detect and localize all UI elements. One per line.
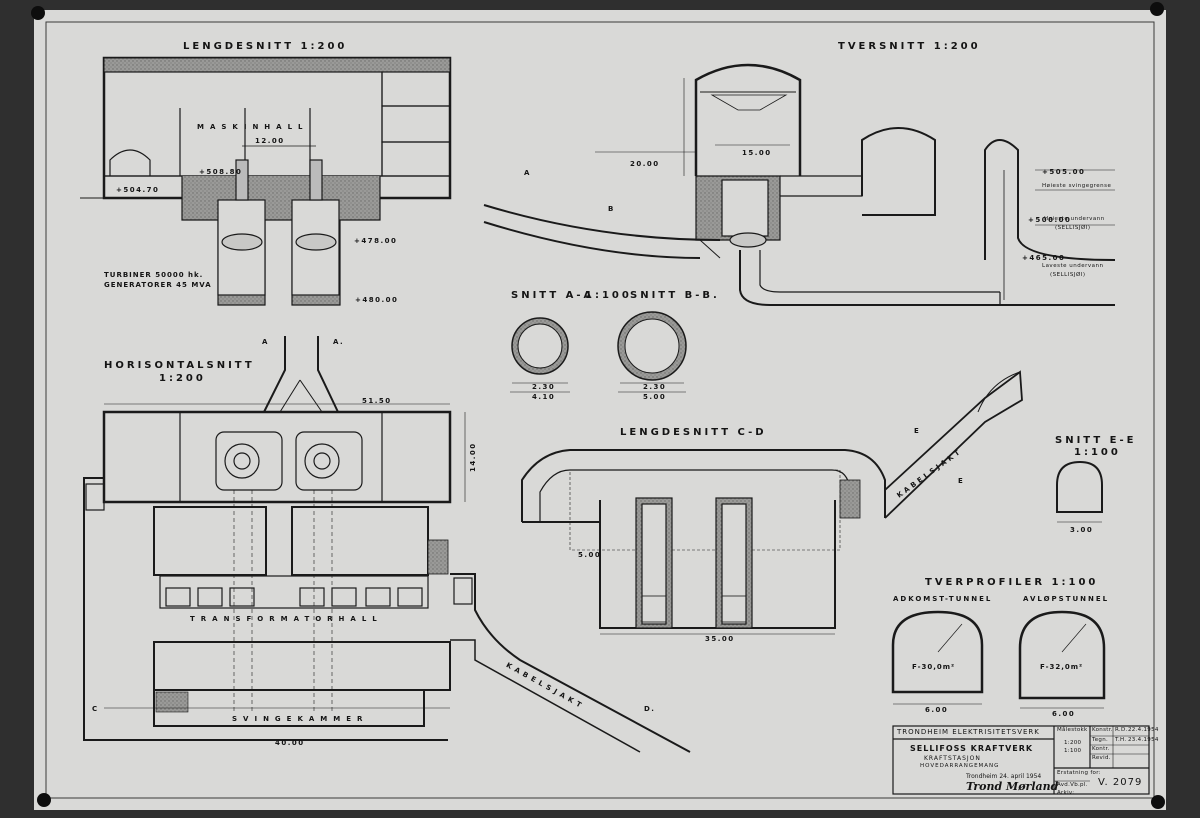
tb-konstr-date: 22.4.1954 bbox=[1128, 727, 1159, 733]
elev-465: +465.00 bbox=[1022, 254, 1066, 262]
dim-4-10: 4.10 bbox=[532, 393, 556, 401]
tb-konstr-val: R.D. bbox=[1115, 727, 1128, 733]
transformatorhall-label: TRANSFORMATORHALL bbox=[190, 615, 383, 623]
elev-478: +478.00 bbox=[354, 237, 398, 245]
horisontalsnitt-section bbox=[83, 336, 691, 753]
section-mark-e2: E bbox=[958, 477, 965, 485]
tverprofiler-section bbox=[891, 610, 1106, 709]
hoieste-svingegrense-note: Høieste svingegrense bbox=[1042, 183, 1112, 189]
section-mark-d: D. bbox=[644, 705, 656, 713]
dim-20: 20.00 bbox=[630, 160, 660, 168]
tb-scale-1: 1:200 bbox=[1064, 740, 1082, 746]
snitt-scale: 1:100 bbox=[585, 290, 632, 301]
tb-tegn-label: Tegn. bbox=[1092, 737, 1109, 743]
svingekammer-label: SVINGEKAMMER bbox=[232, 715, 369, 723]
paper-sheet bbox=[34, 10, 1166, 810]
elev-504-70: +504.70 bbox=[116, 186, 160, 194]
laveste-undervann-note: Laveste undervann bbox=[1042, 263, 1104, 269]
tb-arkiv: Arkiv: bbox=[1057, 790, 1075, 796]
area-adkomst: F-30,0m² bbox=[912, 663, 956, 671]
area-avlop: F-32,0m² bbox=[1040, 663, 1084, 671]
maskinhall-label: MASKINHALL bbox=[197, 123, 309, 131]
lengdesnitt-title: LENGDESNITT 1:200 bbox=[183, 41, 348, 52]
avlop-title: AVLØPSTUNNEL bbox=[1023, 595, 1110, 603]
tb-place-date: Trondheim 24. april 1954 bbox=[966, 773, 1042, 780]
snitt-ee-title: SNITT E-E bbox=[1055, 435, 1137, 446]
tb-scale-2: 1:100 bbox=[1064, 748, 1082, 754]
horisontalsnitt-title: HORISONTALSNITT bbox=[104, 360, 255, 371]
tb-avd: Avd.Vb.pl. bbox=[1057, 782, 1088, 788]
dim-5-00: 5.00 bbox=[643, 393, 667, 401]
snitt-ee-section bbox=[1056, 460, 1103, 523]
snitt-aa-bb-sections bbox=[510, 311, 687, 393]
sellisjoi-note-2: (SELLISJØI) bbox=[1050, 272, 1086, 278]
adkomst-title: ADKOMST-TUNNEL bbox=[893, 595, 993, 603]
dim-6a: 6.00 bbox=[925, 706, 949, 714]
lengdesnitt-cd-section bbox=[521, 370, 1023, 635]
tb-kontr-label: Kontr. bbox=[1092, 746, 1110, 752]
section-mark-a2: A bbox=[262, 338, 269, 346]
tb-scale-label: Målestokk bbox=[1057, 727, 1088, 733]
snitt-aa-title: SNITT A-A bbox=[511, 290, 595, 301]
section-mark-e1: E bbox=[914, 427, 921, 435]
tb-owner: TRONDHEIM ELEKTRISITETSVERK bbox=[897, 728, 1040, 736]
section-mark-b: B bbox=[608, 205, 615, 213]
dim-2-30b: 2.30 bbox=[643, 383, 667, 391]
elev-508-80: +508.80 bbox=[199, 168, 243, 176]
snitt-bb-title: SNITT B-B. bbox=[630, 290, 720, 301]
turbiner-note: TURBINER 50000 hk. bbox=[104, 271, 204, 279]
dim-5: 5.00 bbox=[578, 551, 602, 559]
tb-tegn-val: T.H. bbox=[1115, 737, 1127, 743]
title-block-frame bbox=[892, 725, 1150, 795]
dim-12: 12.00 bbox=[255, 137, 285, 145]
hoieste-undervann-note: Høieste undervann bbox=[1044, 216, 1105, 222]
tb-project: SELLIFOSS KRAFTVERK bbox=[910, 744, 1034, 753]
tb-revid-label: Revid. bbox=[1092, 755, 1111, 761]
dim-2-30a: 2.30 bbox=[532, 383, 556, 391]
elev-500: +500.00 bbox=[1028, 216, 1072, 224]
tversnitt-section bbox=[483, 63, 1116, 306]
dim-6b: 6.00 bbox=[1052, 710, 1076, 718]
section-mark-a3: A. bbox=[333, 338, 345, 346]
pin-icons bbox=[31, 2, 1165, 809]
snitt-ee-scale: 1:100 bbox=[1074, 447, 1121, 458]
lengdesnitt-section bbox=[80, 56, 452, 306]
tverprofiler-title: TVERPROFILER 1:100 bbox=[925, 577, 1099, 588]
dim-51-50: 51.50 bbox=[362, 397, 392, 405]
elev-480: +480.00 bbox=[355, 296, 399, 304]
section-mark-a1: A bbox=[524, 169, 531, 177]
horisontalsnitt-scale: 1:200 bbox=[159, 373, 206, 384]
tb-subject: KRAFTSTASJON bbox=[924, 755, 981, 762]
sellisjoi-note: (SELLISJØI) bbox=[1055, 225, 1091, 231]
dim-14: 14.00 bbox=[469, 442, 477, 472]
elev-505: +505.00 bbox=[1042, 168, 1086, 176]
generatorer-note: GENERATORER 45 MVA bbox=[104, 281, 212, 289]
lengdesnitt-cd-title: LENGDESNITT C-D bbox=[620, 427, 767, 438]
section-mark-c: C bbox=[92, 705, 99, 713]
dim-15: 15.00 bbox=[742, 149, 772, 157]
tb-erstatning: Erstatning for: bbox=[1057, 770, 1101, 776]
dim-35: 35.00 bbox=[705, 635, 735, 643]
tversnitt-title: TVERSNITT 1:200 bbox=[838, 41, 981, 52]
tb-signature: Trond Mørland bbox=[966, 780, 1059, 793]
dim-3: 3.00 bbox=[1070, 526, 1094, 534]
tb-tegn-date: 23.4.1954 bbox=[1128, 737, 1159, 743]
dim-40: 40.00 bbox=[275, 739, 305, 747]
tb-drawing-no: V. 2079 bbox=[1098, 777, 1143, 788]
tb-subtitle: HOVEDARRANGEMANG bbox=[920, 763, 1000, 769]
tb-konstr-label: Konstr. bbox=[1092, 727, 1113, 733]
